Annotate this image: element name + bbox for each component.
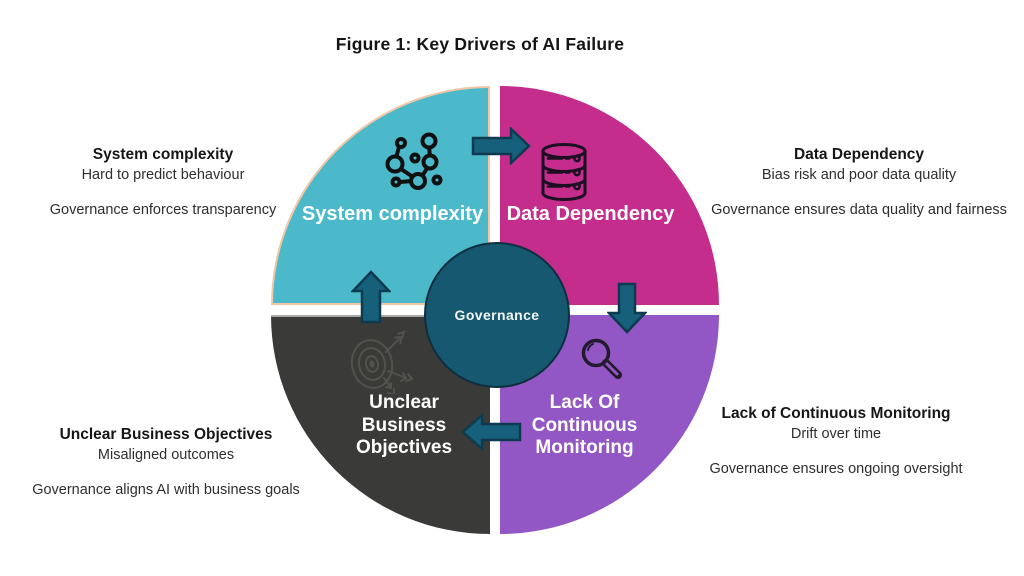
annotation-unclear-business-objectives: Unclear Business Objectives Misaligned o…: [22, 426, 310, 498]
annotation-lack-of-continuous-monitoring: Lack of Continuous Monitoring Drift over…: [692, 405, 980, 477]
arrow-up-icon: [351, 270, 391, 324]
label-line: Monitoring: [535, 437, 634, 458]
annotation-heading: System complexity: [92, 146, 234, 163]
annotation-heading: Unclear Business Objectives: [59, 426, 273, 443]
annotation-governance: Governance ensures ongoing oversight: [709, 461, 963, 477]
label-unclear-business-objectives: Unclear Business Objectives: [309, 392, 499, 460]
annotation-system-complexity: System complexity Hard to predict behavi…: [18, 146, 308, 218]
label-line: Business: [361, 414, 447, 436]
annotation-heading: Data Dependency: [793, 146, 925, 163]
label-data-dependency: Data Dependency: [506, 203, 675, 225]
annotation-data-dependency: Data Dependency Bias risk and poor data …: [698, 146, 1020, 218]
arrow-down-icon: [607, 282, 647, 334]
label-line: Lack Of: [549, 392, 620, 413]
annotation-heading: Lack of Continuous Monitoring: [721, 405, 951, 422]
figure-title: Figure 1: Key Drivers of AI Failure: [335, 34, 625, 54]
label-system-complexity: System complexity: [301, 203, 484, 225]
annotation-detail: Drift over time: [790, 426, 882, 442]
label-line: Objectives: [355, 437, 453, 458]
network-icon: [385, 132, 443, 190]
arrow-left-icon: [461, 413, 522, 451]
arrow-right-icon: [471, 127, 531, 165]
database-icon: [541, 143, 587, 201]
magnifier-icon: [581, 338, 622, 379]
annotation-governance: Governance aligns AI with business goals: [32, 482, 300, 498]
annotation-governance: Governance enforces transparency: [49, 202, 277, 218]
governance-circle: Governance: [424, 242, 570, 388]
annotation-detail: Bias risk and poor data quality: [761, 167, 957, 183]
label-line: Unclear: [369, 392, 439, 413]
label-lack-of-continuous-monitoring: Lack Of Continuous Monitoring: [492, 392, 677, 460]
annotation-detail: Hard to predict behaviour: [81, 167, 245, 183]
annotation-detail: Misaligned outcomes: [97, 447, 235, 463]
governance-label: Governance: [454, 307, 540, 323]
annotation-governance: Governance ensures data quality and fair…: [711, 202, 1007, 218]
target-icon: [350, 330, 414, 394]
label-line: Continuous: [531, 414, 638, 436]
